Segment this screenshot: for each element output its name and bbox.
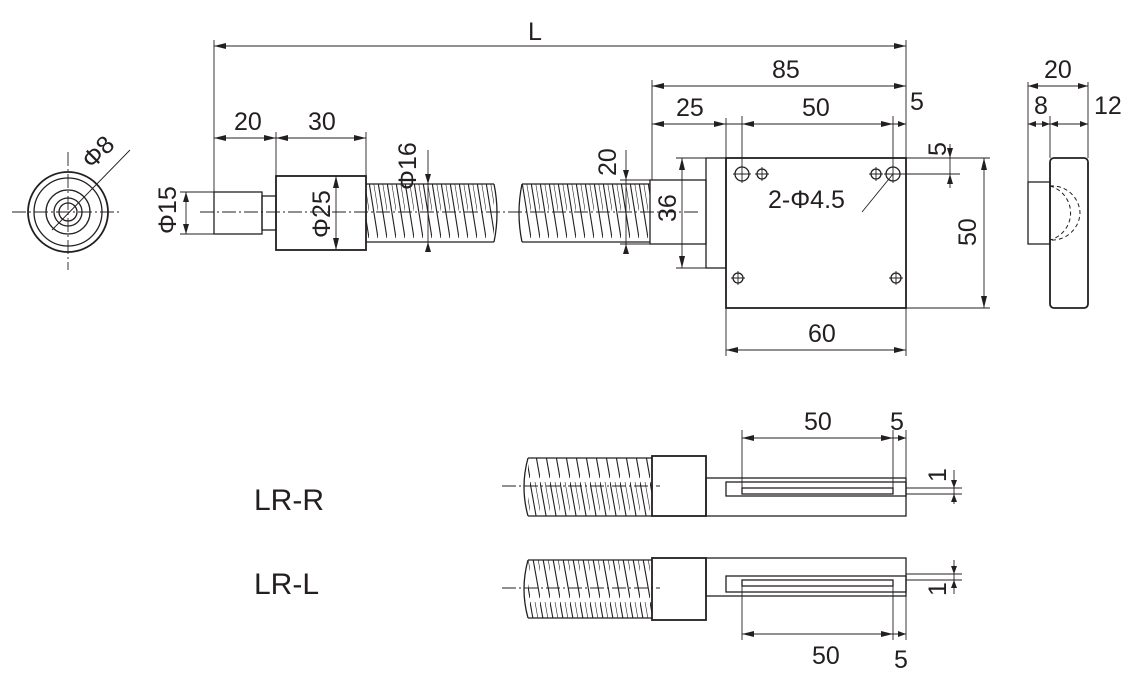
edge-side-label: 5: [924, 142, 952, 156]
nut-dia-label: Φ25: [308, 190, 336, 238]
side-8-label: 8: [1034, 92, 1048, 120]
edge-top-label: 5: [910, 88, 924, 116]
variant-l-label: LR-L: [254, 568, 319, 601]
end-view: Φ8: [12, 131, 131, 270]
plate-width-label: 60: [808, 320, 836, 348]
shaft-len-label: 20: [234, 108, 262, 136]
side-12-label: 12: [1094, 92, 1122, 120]
variant-lr-r: LR-R 50 5 1: [254, 408, 962, 517]
bracket-offset-label: 25: [676, 94, 704, 122]
overall-length-label: L: [528, 18, 542, 46]
bore-dia-label: Φ8: [76, 131, 120, 175]
variant-l-50: 50: [812, 642, 840, 670]
variant-lr-l: LR-L 50 5 1: [254, 557, 962, 674]
nut-len-label: 30: [308, 108, 336, 136]
variant-r-1: 1: [924, 468, 952, 482]
bracket-overall-label: 85: [772, 56, 800, 84]
screw-dia-label: Φ16: [394, 142, 422, 190]
plate-height-label: 50: [954, 218, 982, 246]
side-width-label: 20: [1044, 56, 1072, 84]
main-view: 2-Φ4.5 L 20 30 85 25 50 5: [154, 18, 990, 356]
block-width-label: 20: [594, 148, 622, 176]
hole-pitch-label: 50: [802, 94, 830, 122]
block-height-label: 36: [654, 194, 682, 222]
variant-l-1: 1: [924, 582, 952, 596]
shaft-dia-label: Φ15: [154, 186, 182, 234]
variant-l-5: 5: [894, 646, 908, 674]
side-view: 20 8 12: [1027, 56, 1122, 309]
variant-r-label: LR-R: [254, 484, 324, 517]
variant-r-50: 50: [804, 408, 832, 436]
mount-holes: [731, 165, 903, 285]
holes-label: 2-Φ4.5: [768, 186, 845, 214]
variant-r-5: 5: [890, 408, 904, 436]
